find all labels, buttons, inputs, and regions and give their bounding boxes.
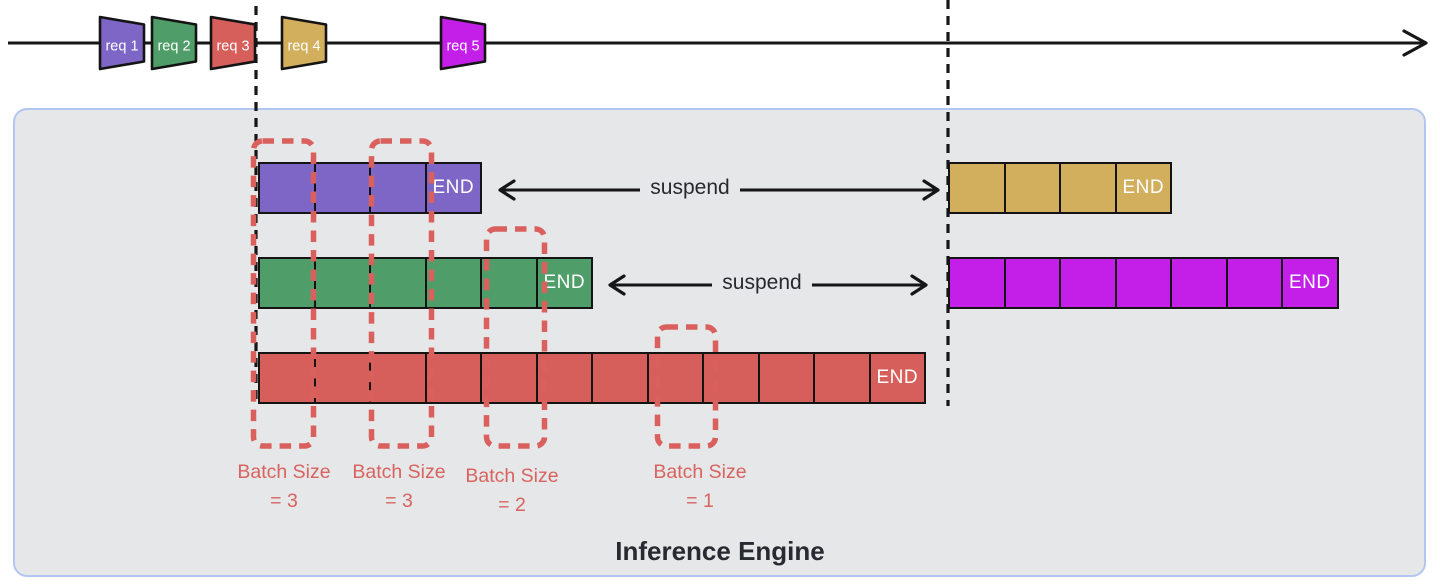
token-cell — [258, 352, 316, 404]
token-row-req4: END — [948, 162, 1172, 214]
token-cell: END — [424, 162, 482, 214]
request-shape-icon — [98, 15, 146, 71]
request-marker-req-4: req 4 — [280, 15, 328, 71]
batch-size-line1: Batch Size — [653, 461, 747, 483]
token-cell — [1059, 257, 1117, 309]
token-cell — [480, 352, 538, 404]
token-cell — [258, 257, 316, 309]
batch-size-line1: Batch Size — [465, 465, 559, 487]
suspend-label-1: suspend — [650, 176, 730, 199]
token-row-req1: END — [258, 162, 482, 214]
request-label: req 1 — [105, 39, 138, 55]
end-label: END — [432, 177, 475, 198]
end-label: END — [1122, 177, 1165, 198]
request-label: req 2 — [157, 39, 190, 55]
token-cell — [948, 162, 1006, 214]
token-cell — [424, 352, 482, 404]
batch-size-line2: = 2 — [498, 494, 526, 516]
token-cell: END — [1281, 257, 1339, 309]
request-label: req 5 — [446, 39, 479, 55]
batch-size-line1: Batch Size — [237, 461, 331, 483]
token-row-req2: END — [258, 257, 593, 309]
token-cell — [369, 257, 427, 309]
batch-size-label-1: Batch Size = 3 — [209, 458, 359, 516]
suspend-label-2: suspend — [722, 271, 802, 294]
token-cell — [369, 352, 427, 404]
batch-size-label-2: Batch Size = 3 — [324, 458, 474, 516]
token-cell — [313, 352, 371, 404]
token-cell — [1059, 162, 1117, 214]
request-timeline: req 1 req 2 req 3 req 4 req 5 — [8, 15, 1428, 71]
token-cell — [1003, 257, 1061, 309]
end-label: END — [1288, 272, 1331, 293]
token-cell: END — [1114, 162, 1172, 214]
request-shape-icon — [209, 15, 257, 71]
token-cell — [424, 257, 482, 309]
token-cell — [313, 162, 371, 214]
request-shape-icon — [150, 15, 198, 71]
token-cell — [591, 352, 649, 404]
request-label: req 3 — [216, 39, 249, 55]
token-row-req3: END — [258, 352, 926, 404]
token-cell — [1114, 257, 1172, 309]
token-cell — [313, 257, 371, 309]
request-label: req 4 — [287, 39, 320, 55]
request-marker-req-3: req 3 — [209, 15, 257, 71]
end-label: END — [876, 367, 919, 388]
token-cell — [480, 257, 538, 309]
batch-size-line1: Batch Size — [352, 461, 446, 483]
token-cell — [646, 352, 704, 404]
request-marker-req-1: req 1 — [98, 15, 146, 71]
batch-size-line2: = 3 — [385, 490, 413, 512]
request-marker-req-2: req 2 — [150, 15, 198, 71]
timeline-arrowhead-icon — [1402, 29, 1428, 57]
token-cell — [1225, 257, 1283, 309]
batch-size-label-3: Batch Size = 2 — [437, 462, 587, 520]
batch-size-label-4: Batch Size = 1 — [625, 458, 775, 516]
end-label: END — [543, 272, 586, 293]
request-shape-icon — [280, 15, 328, 71]
token-cell: END — [535, 257, 593, 309]
token-cell — [813, 352, 871, 404]
token-cell — [369, 162, 427, 214]
token-cell — [757, 352, 815, 404]
token-row-req5: END — [948, 257, 1339, 309]
token-cell — [1170, 257, 1228, 309]
token-cell — [948, 257, 1006, 309]
inference-engine-panel — [13, 108, 1426, 577]
token-cell — [258, 162, 316, 214]
token-cell: END — [868, 352, 926, 404]
request-marker-req-5: req 5 — [439, 15, 487, 71]
request-shape-icon — [439, 15, 487, 71]
batch-size-line2: = 1 — [686, 490, 714, 512]
token-cell — [535, 352, 593, 404]
batch-size-line2: = 3 — [270, 490, 298, 512]
engine-title: Inference Engine — [615, 536, 825, 566]
token-cell — [702, 352, 760, 404]
token-cell — [1003, 162, 1061, 214]
